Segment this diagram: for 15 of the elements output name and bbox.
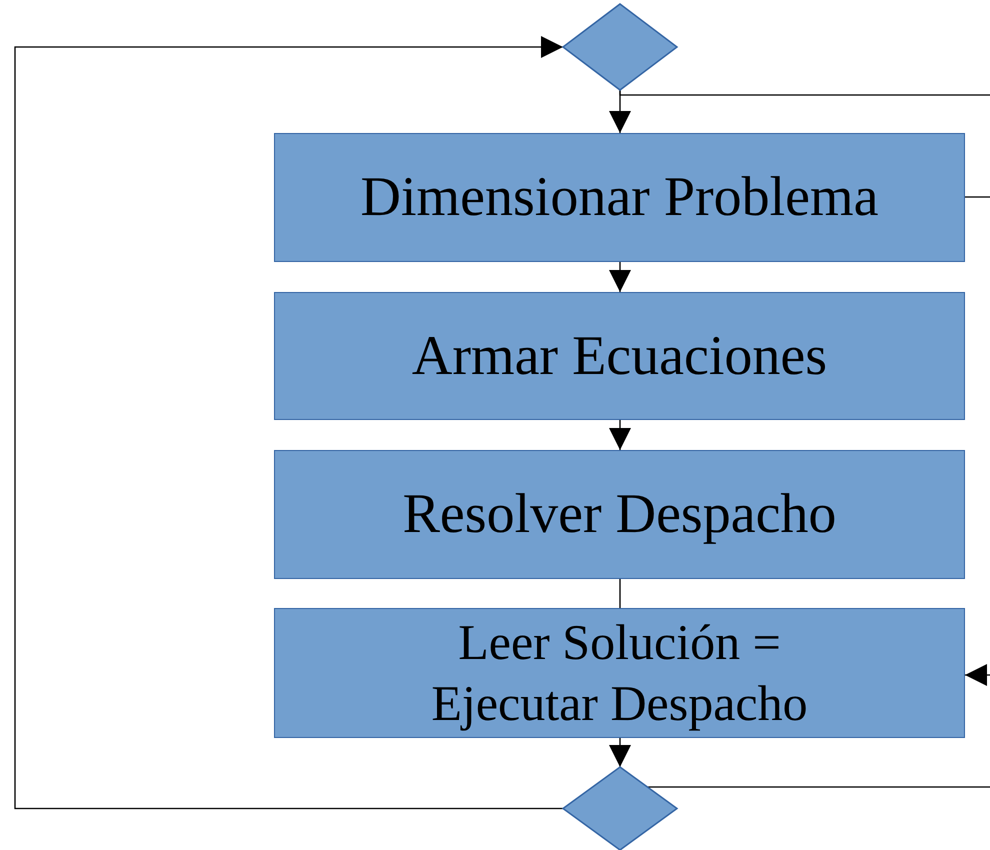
process-box [274,133,965,262]
process-box [274,608,965,738]
process-box [274,292,965,420]
process-label: Dimensionar Problema [360,165,880,230]
process-box [274,450,965,579]
process-label: Armar Ecuaciones [410,324,828,389]
arrow [14,36,563,810]
arrow [609,738,631,767]
arrow [965,664,990,686]
arrow [609,262,631,292]
process-label: Leer Solución = Ejecutar Despacho [430,613,809,733]
process-label: Resolver Despacho [402,482,838,548]
arrow [609,420,631,450]
decision-diamond [563,767,677,850]
decision-diamond [563,4,677,90]
